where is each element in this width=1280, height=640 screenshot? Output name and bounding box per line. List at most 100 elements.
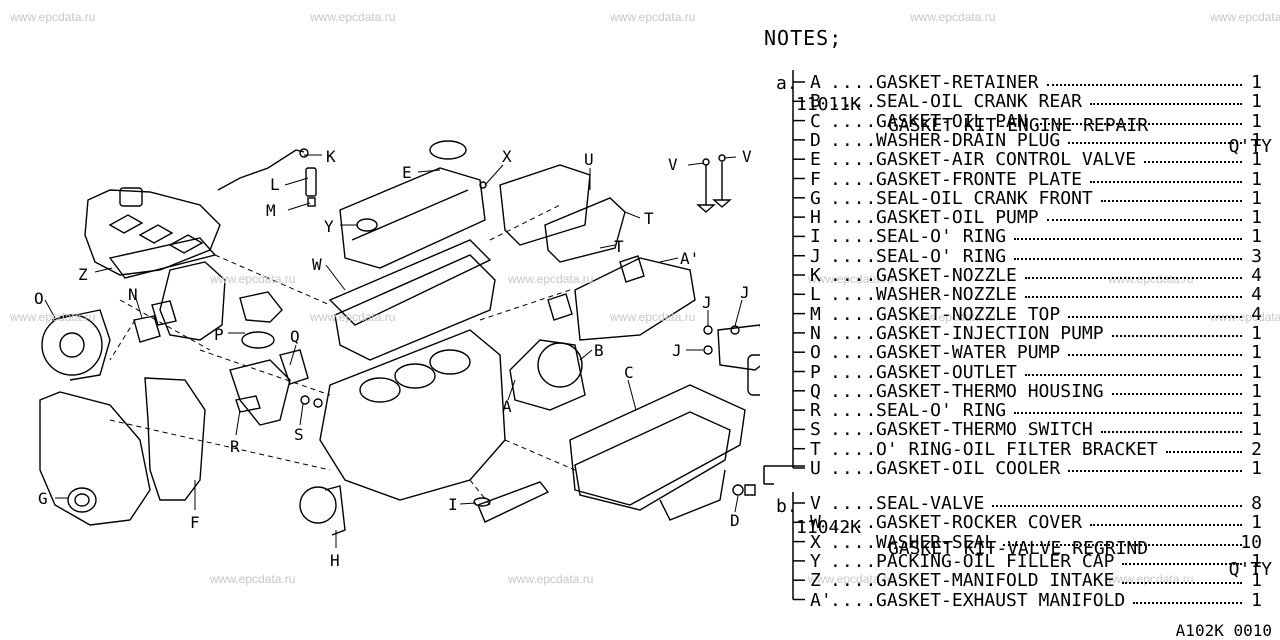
- part-qty: 3: [1251, 245, 1262, 267]
- part-code: P: [810, 361, 821, 383]
- part-name: GASKET-OUTLET: [876, 361, 1017, 383]
- part-qty: 1: [1251, 149, 1262, 171]
- part-code: O: [810, 342, 821, 364]
- leader-dots: [992, 505, 1242, 507]
- diagram-label: C: [624, 363, 634, 382]
- part-dots: ....: [830, 512, 878, 534]
- reference-code: A102K 0010: [1175, 621, 1272, 640]
- part-qty: 8: [1251, 493, 1262, 514]
- part-qty: 1: [1251, 458, 1262, 479]
- watermark: www.epcdata.ru: [1108, 272, 1194, 286]
- part-name: SEAL-O' RING: [876, 245, 1007, 267]
- part-qty: 4: [1251, 303, 1262, 325]
- cylinder-head: [334, 254, 496, 361]
- leader-dots: [1014, 238, 1242, 241]
- kit-a-title: GASKET KIT-ENGINE REPAIR: [888, 115, 1149, 136]
- part-code: R: [810, 400, 821, 422]
- part-dots: ....: [830, 303, 878, 325]
- diagram-label: B: [594, 341, 604, 360]
- part-dots: ....: [830, 129, 878, 151]
- part-code: Y: [810, 550, 821, 572]
- leader-dots: [1101, 431, 1242, 434]
- part-name: PACKING-OIL FILLER CAP: [876, 550, 1115, 572]
- diagram-label: W: [312, 255, 322, 274]
- injection-pump: [159, 261, 226, 341]
- part-qty: 1: [1251, 322, 1262, 344]
- part-code: B: [810, 91, 821, 113]
- leader-dots: [1036, 122, 1242, 125]
- kit-b-code: 11042K: [796, 517, 862, 538]
- leader-dots: [1112, 334, 1242, 337]
- part-code: C: [810, 110, 821, 132]
- leader-dots: [1090, 103, 1242, 106]
- watermark: www.epcdata.ru: [310, 310, 396, 324]
- diagram-label: X: [502, 147, 512, 166]
- part-code: M: [810, 303, 821, 325]
- cylinder-block: [319, 329, 506, 501]
- notes-title: NOTES;: [764, 26, 843, 50]
- part-dots: ....: [830, 550, 878, 572]
- diagram-label: S: [294, 425, 304, 444]
- part-code: G: [810, 187, 821, 209]
- part-code: E: [810, 149, 821, 171]
- leader-dots: [1133, 601, 1242, 604]
- leader-dots: [1025, 296, 1242, 299]
- watermark: www.epcdata.ru: [808, 272, 894, 286]
- part-dots: ....: [830, 531, 878, 553]
- leader-dots: [1047, 219, 1242, 222]
- part-name: GASKET-OIL PAN: [876, 110, 1028, 132]
- watermark: www.epcdata.ru: [910, 10, 996, 24]
- watermark: www.epcdata.ru: [508, 572, 594, 586]
- watermark: www.epcdata.ru: [10, 310, 96, 324]
- part-qty: 1: [1251, 91, 1262, 113]
- part-dots: ....: [830, 438, 878, 460]
- kit-b-header: b. 11042K GASKET KIT-VALVE REGRIND Q'TY: [776, 475, 1272, 580]
- part-name: GASKET-AIR CONTROL VALVE: [876, 149, 1137, 171]
- leader-dots: [1090, 524, 1242, 527]
- watermark: www.epcdata.ru: [808, 572, 894, 586]
- part-dots: ....: [830, 570, 878, 592]
- leader-dots: [1068, 354, 1242, 357]
- part-name: SEAL-O' RING: [876, 226, 1007, 248]
- watermark: www.epcdata.ru: [210, 272, 296, 286]
- diagram-label: V: [668, 155, 678, 174]
- watermark: www.epcdata.ru: [508, 272, 594, 286]
- diagram-label: G: [38, 489, 48, 508]
- leader-dots: [1068, 141, 1242, 144]
- part-dots: ....: [830, 245, 878, 267]
- part-qty: 4: [1251, 284, 1262, 306]
- diagram-label: N: [128, 285, 138, 304]
- part-name: GASKET-ROCKER COVER: [876, 512, 1082, 534]
- part-code: H: [810, 207, 821, 229]
- diagram-label: L: [270, 175, 280, 194]
- leader-dots: [1047, 84, 1242, 86]
- diagram-label: T: [614, 237, 624, 256]
- part-name: GASKET-RETAINER: [876, 72, 1039, 93]
- part-dots: ....: [830, 493, 878, 514]
- leader-dots: [1101, 199, 1242, 202]
- part-qty: 1: [1251, 168, 1262, 190]
- kit-b-title: GASKET KIT-VALVE REGRIND: [888, 538, 1149, 559]
- diagram-label: T: [644, 209, 654, 228]
- part-code: W: [810, 512, 821, 534]
- leader-dots: [1003, 543, 1242, 546]
- part-code: X: [810, 531, 821, 553]
- leader-dots: [1068, 470, 1242, 472]
- part-name: GASKET-WATER PUMP: [876, 342, 1061, 364]
- part-dots: ....: [830, 589, 878, 611]
- part-name: GASKET-FRONTE PLATE: [876, 168, 1082, 190]
